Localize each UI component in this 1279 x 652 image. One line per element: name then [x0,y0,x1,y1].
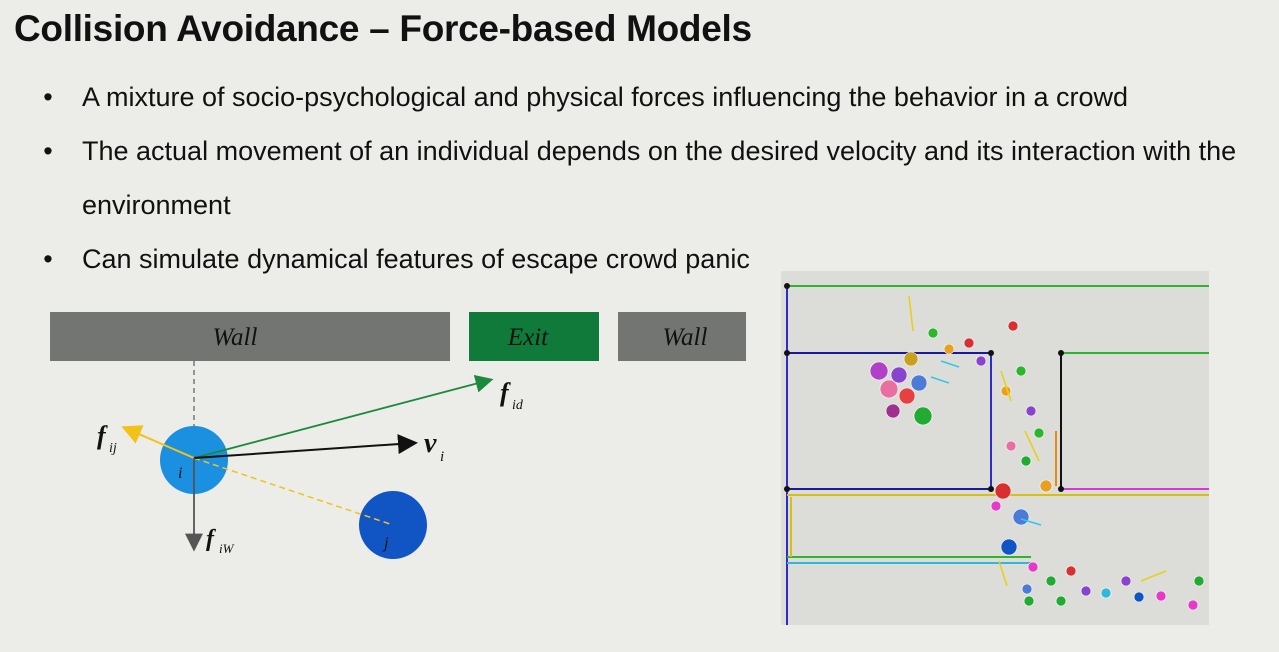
force-id-arrow [193,374,494,459]
velocity-arrow [193,434,418,459]
bullet-item: • A mixture of socio-psychological and p… [38,70,1273,124]
simulation-drawing [781,271,1209,625]
force-diagram: Wall Exit Wall i j f ij f id v i f iW [50,312,746,559]
wall-left-label: Wall [213,324,258,351]
bullet-text: Can simulate dynamical features of escap… [82,244,750,274]
wall-right-label: Wall [663,324,708,351]
force-ij-arrow [121,425,195,459]
agent-i-label: i [178,465,182,482]
force-iw-subscript: iW [219,541,235,556]
force-ij-subscript: ij [109,441,117,456]
exit-label: Exit [507,324,549,351]
agent-j-label: j [382,535,389,552]
crowd-simulation-image [781,271,1209,625]
force-id-label: f [500,378,511,407]
agent-j [359,491,427,559]
bullet-dot: • [43,82,53,112]
interaction-line [193,457,394,526]
force-iw-label: f [206,526,216,552]
bullet-text: A mixture of socio-psychological and phy… [82,82,1129,112]
slide-title: Collision Avoidance – Force-based Models [14,8,752,49]
bullet-dot: • [43,244,53,274]
wall-right [618,312,746,361]
wall-left [50,312,450,361]
force-ij-label: f [97,421,108,450]
bullet-dot: • [43,136,53,166]
velocity-label: v [424,428,437,459]
bullet-list: • A mixture of socio-psychological and p… [38,70,1273,286]
bullet-text: The actual movement of an individual dep… [82,136,1237,220]
velocity-subscript: i [440,449,444,465]
force-id-subscript: id [512,398,524,413]
bullet-item: • Can simulate dynamical features of esc… [38,232,1273,286]
bullet-item: • The actual movement of an individual d… [38,124,1273,232]
exit-block [469,312,599,361]
